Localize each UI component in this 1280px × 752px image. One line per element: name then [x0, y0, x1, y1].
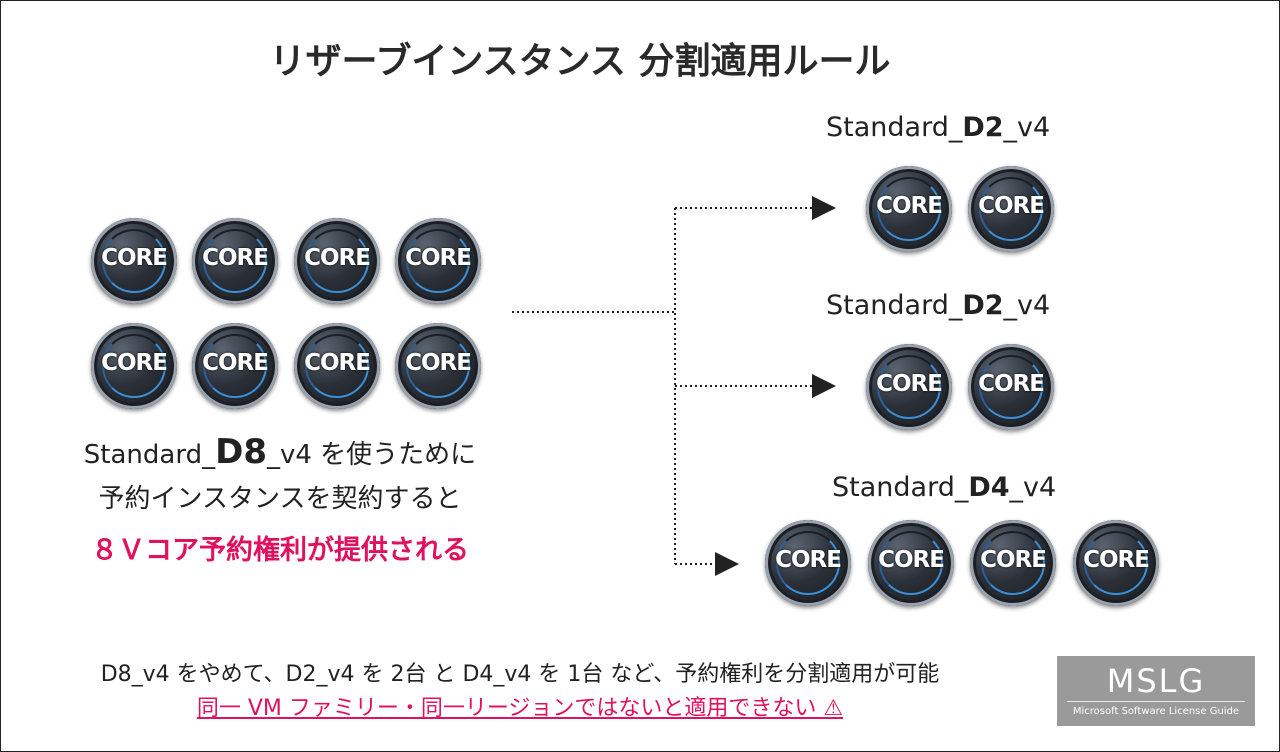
target-suffix: _v4: [1003, 290, 1051, 321]
reservation-highlight: ８Ｖコア予約権利が提供される: [91, 535, 469, 566]
core-icon: CORE: [395, 218, 481, 304]
target-size: D4: [968, 472, 1010, 503]
core-icon: CORE: [968, 344, 1054, 430]
target-label: Standard_D4_v4: [832, 472, 1056, 503]
logo-title: MSLG: [1106, 662, 1206, 700]
source-prefix: Standard_: [83, 440, 216, 470]
target-label: Standard_D2_v4: [826, 112, 1050, 143]
source-description: Standard_D8_v4 を使うために: [40, 432, 520, 472]
core-label: CORE: [101, 350, 168, 376]
logo-divider: [1067, 701, 1245, 702]
core-label: CORE: [978, 193, 1045, 219]
footer-note: D8_v4 をやめて、D2_v4 を 2台 と D4_v4 を 1台 など、予約…: [100, 662, 940, 687]
mslg-logo: MSLG Microsoft Software License Guide: [1057, 656, 1255, 726]
core-icon: CORE: [1073, 520, 1159, 606]
target-suffix: _v4: [1009, 472, 1057, 503]
core-icon: CORE: [765, 520, 851, 606]
source-description-line2: 予約インスタンスを契約すると: [98, 484, 462, 514]
target-size: D2: [962, 112, 1004, 143]
core-icon: CORE: [395, 323, 481, 409]
core-label: CORE: [202, 350, 269, 376]
core-label: CORE: [878, 547, 945, 573]
core-icon: CORE: [192, 218, 278, 304]
core-icon: CORE: [192, 323, 278, 409]
core-label: CORE: [980, 547, 1047, 573]
source-suffix: _v4 を使うために: [266, 440, 477, 470]
target-suffix: _v4: [1003, 112, 1051, 143]
core-icon: CORE: [294, 218, 380, 304]
core-icon: CORE: [868, 520, 954, 606]
core-label: CORE: [1083, 547, 1150, 573]
logo-subtitle: Microsoft Software License Guide: [1072, 706, 1240, 717]
source-size: D8: [215, 432, 267, 472]
core-label: CORE: [876, 193, 943, 219]
target-prefix: Standard_: [832, 472, 969, 503]
footer-warning: 同一 VM ファミリー・同一リージョンではないと適用できない ⚠: [196, 696, 844, 721]
core-icon: CORE: [970, 520, 1056, 606]
target-size: D2: [962, 290, 1004, 321]
core-icon: CORE: [866, 344, 952, 430]
core-label: CORE: [775, 547, 842, 573]
core-icon: CORE: [968, 166, 1054, 252]
core-icon: CORE: [294, 323, 380, 409]
core-icon: CORE: [91, 323, 177, 409]
target-label: Standard_D2_v4: [826, 290, 1050, 321]
core-label: CORE: [405, 245, 472, 271]
core-label: CORE: [978, 371, 1045, 397]
page-title: リザーブインスタンス 分割適用ルール: [269, 41, 891, 82]
core-icon: CORE: [91, 218, 177, 304]
target-prefix: Standard_: [826, 290, 963, 321]
core-label: CORE: [876, 371, 943, 397]
core-label: CORE: [405, 350, 472, 376]
core-icon: CORE: [866, 166, 952, 252]
core-label: CORE: [101, 245, 168, 271]
target-prefix: Standard_: [826, 112, 963, 143]
core-label: CORE: [304, 350, 371, 376]
core-label: CORE: [304, 245, 371, 271]
core-label: CORE: [202, 245, 269, 271]
